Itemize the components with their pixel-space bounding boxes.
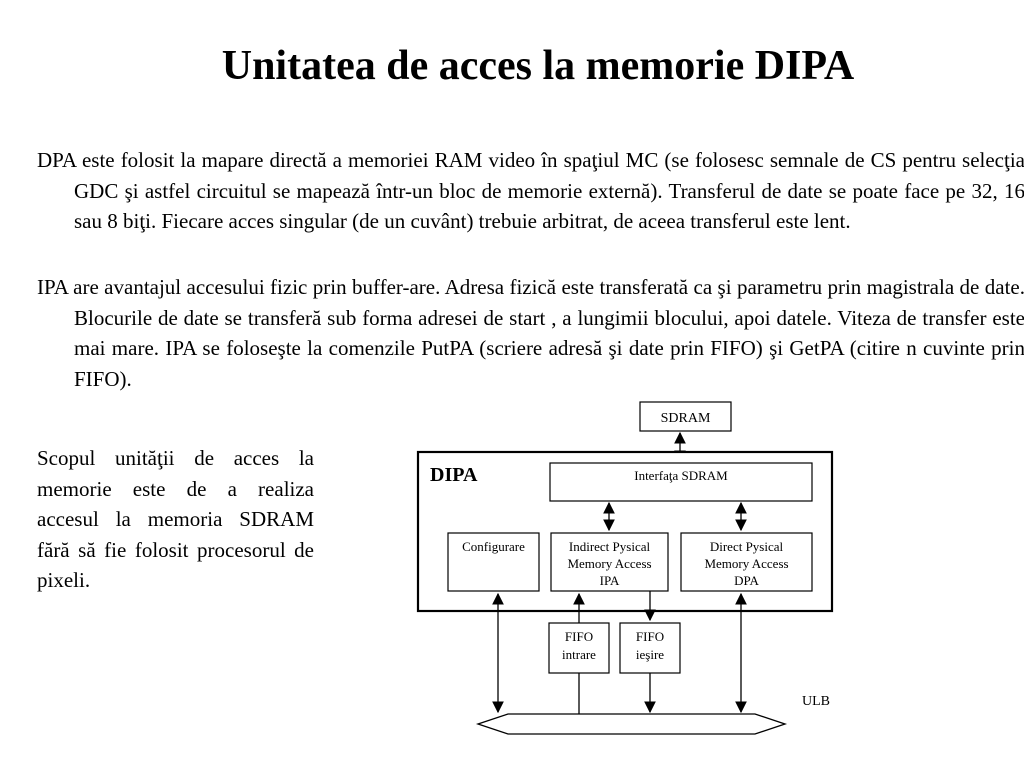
- ulb-bus-arrow: [475, 713, 788, 735]
- sdram-label: SDRAM: [661, 411, 711, 426]
- config-label: Configurare: [462, 539, 525, 554]
- fifo-out-line2: ieşire: [636, 647, 664, 662]
- fifo-in-line2: intrare: [562, 647, 596, 662]
- fifo-out-line1: FIFO: [636, 629, 664, 644]
- ipa-label-line3: IPA: [600, 573, 620, 588]
- dpa-label-line1: Direct Pysical: [710, 539, 784, 554]
- dipa-label: DIPA: [430, 464, 478, 486]
- ulb-label: ULB: [802, 694, 830, 709]
- sdram-interface-box: [549, 462, 813, 502]
- paragraph-dpa: DPA este folosit la mapare directă a mem…: [37, 148, 1024, 233]
- dpa-label-line3: DPA: [734, 573, 759, 588]
- dpa-box: [680, 532, 813, 592]
- sdram-box: [639, 401, 732, 432]
- ipa-label-line2: Memory Access: [567, 556, 651, 571]
- config-box: [447, 532, 540, 592]
- paragraph-ipa: IPA are avantajul accesului fizic prin b…: [37, 275, 1024, 391]
- fifo-out-box: [619, 622, 681, 674]
- fifo-in-box: [548, 622, 610, 674]
- fifo-in-line1: FIFO: [565, 629, 593, 644]
- sdram-interface-label: Interfaţa SDRAM: [634, 468, 728, 483]
- slide-title: Unitatea de acces la memorie DIPA: [221, 43, 855, 89]
- ipa-label-line1: Indirect Pysical: [569, 539, 651, 554]
- ipa-box: [550, 532, 669, 592]
- dpa-label-line2: Memory Access: [704, 556, 788, 571]
- paragraph-purpose: Scopul unităţii de acces la memorie este…: [37, 446, 314, 592]
